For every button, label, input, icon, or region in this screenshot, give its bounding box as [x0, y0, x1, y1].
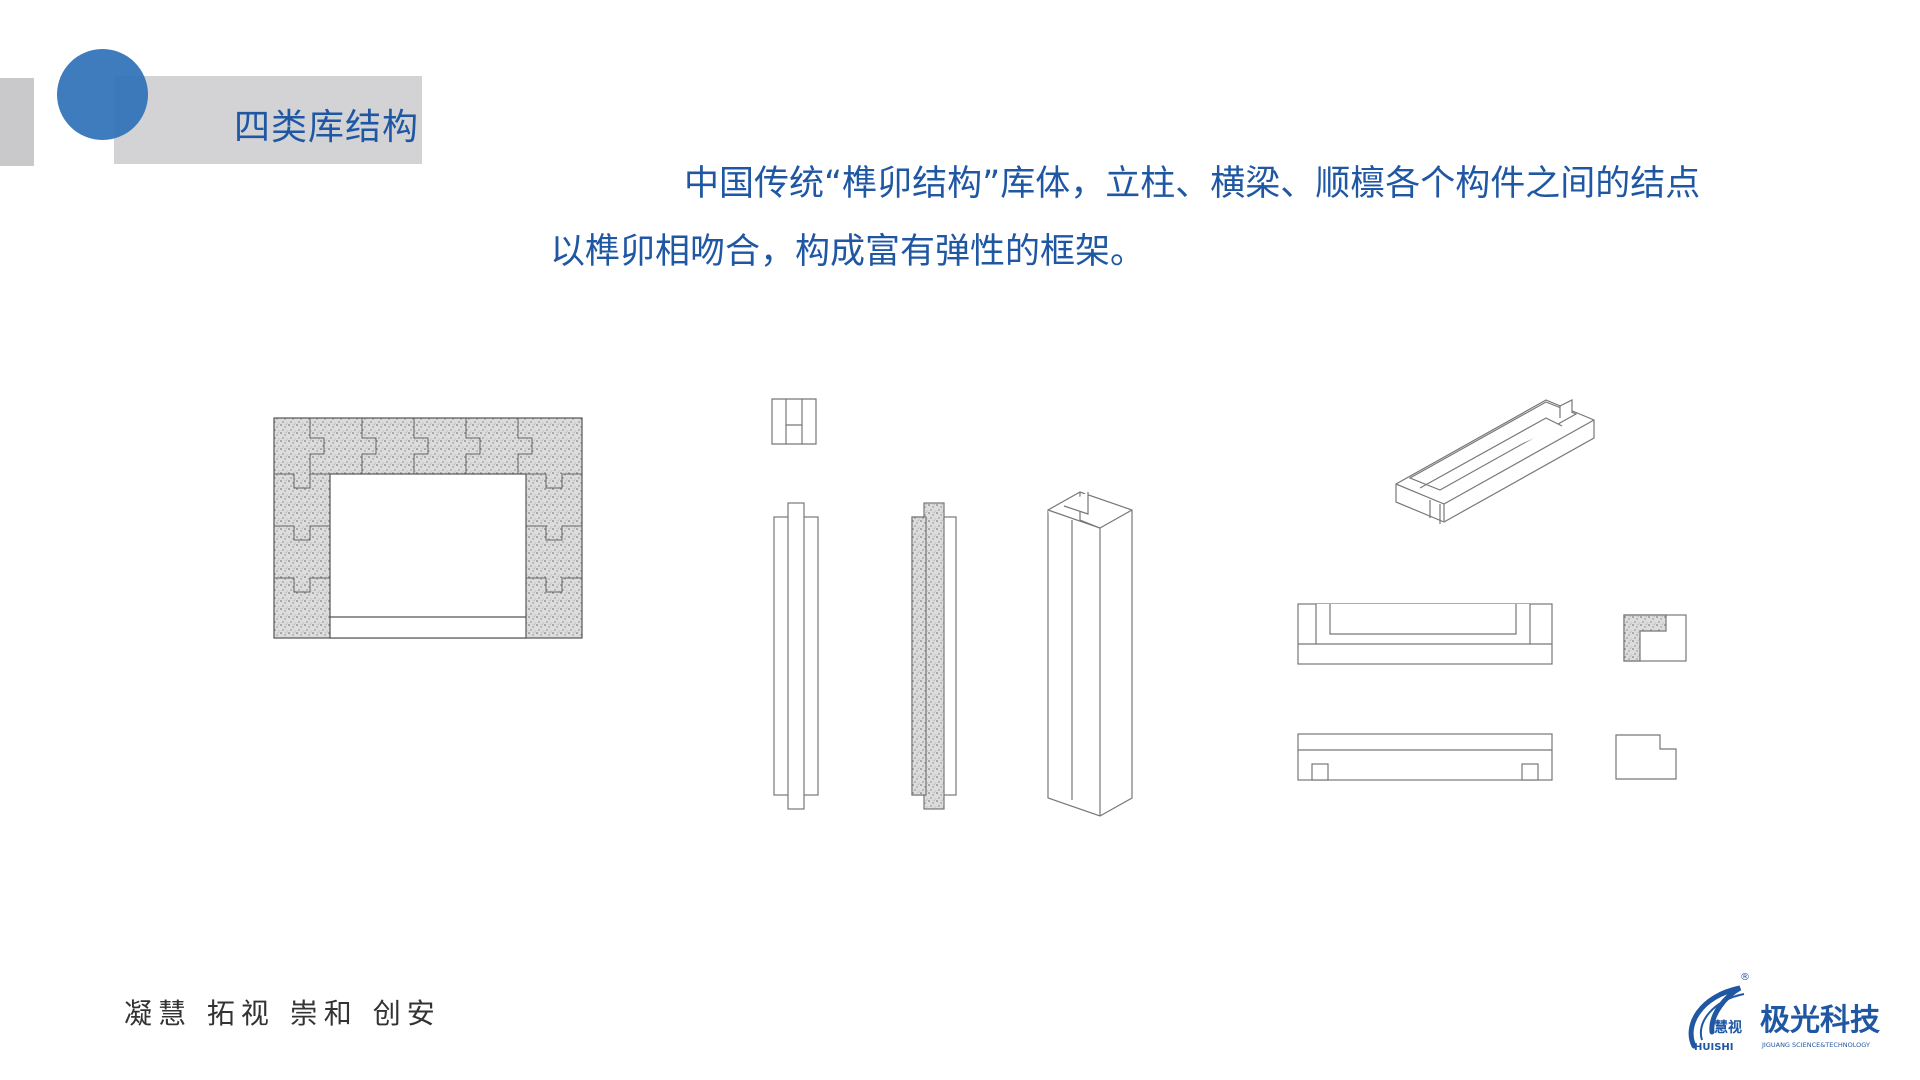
title-circle-decoration — [57, 49, 148, 140]
u-profile-drawing — [771, 398, 817, 445]
logo-sub-cn: 慧视 — [1714, 1019, 1742, 1036]
beam-front-drawing-2 — [1297, 733, 1553, 781]
frame-section-drawing — [273, 417, 583, 639]
title-band — [114, 76, 422, 164]
post-drawing-1 — [773, 502, 819, 810]
beam-isometric-drawing — [1395, 399, 1595, 524]
svg-text:®: ® — [1740, 972, 1750, 983]
post-drawing-2 — [911, 502, 957, 810]
logo-tagline-en: JIGUANG SCIENCE&TECHNOLOGY — [1761, 1041, 1870, 1049]
logo-brand-cn: 极光科技 — [1760, 1003, 1880, 1038]
post-drawing-3 — [1047, 491, 1133, 817]
beam-front-drawing-1 — [1297, 603, 1553, 665]
left-accent-bar — [0, 78, 34, 166]
company-logo: ® 慧视 HUISHI 极光科技 JIGUANG SCIENCE&TECHNOL… — [1688, 972, 1880, 1053]
section-detail-drawing-2 — [1615, 734, 1677, 780]
section-detail-drawing-1 — [1623, 614, 1687, 662]
logo-sub-en: HUISHI — [1694, 1042, 1734, 1053]
company-slogan: 凝慧 拓视 崇和 创安 — [124, 997, 441, 1030]
section-title: 四类库结构 — [234, 107, 420, 148]
intro-paragraph: 中国传统“榫卯结构”库体，立柱、横梁、顺檩各个构件之间的结点以榫卯相吻合，构成富… — [550, 164, 1701, 272]
